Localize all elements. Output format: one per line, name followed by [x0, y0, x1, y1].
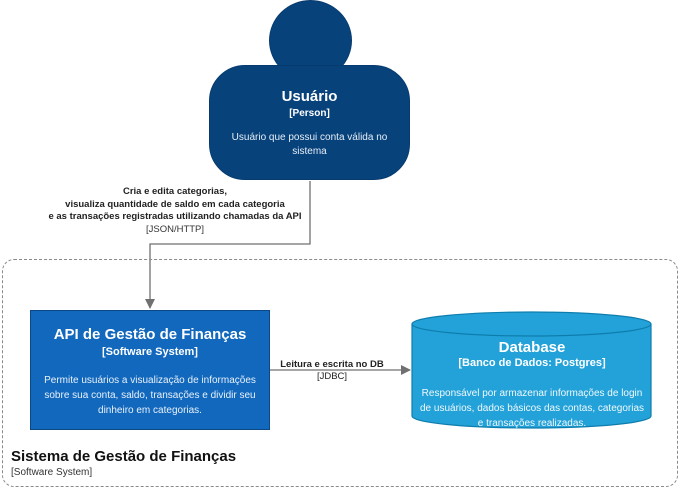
system-boundary-title: Sistema de Gestão de Finanças — [11, 448, 237, 465]
api-type: [Software System] — [102, 346, 198, 358]
system-boundary-type: [Software System] — [11, 467, 93, 478]
edge-technology: [JDBC] — [316, 371, 348, 382]
person-usuario: Usuário [Person] Usuário que possui cont… — [209, 65, 410, 180]
person-description: Usuário que possui conta válida no siste… — [231, 132, 388, 157]
edge-label-line: visualiza quantidade de saldo em cada ca… — [65, 198, 285, 210]
person-type: [Person] — [289, 108, 330, 119]
api-description: Permite usuários a visualização de infor… — [44, 375, 256, 416]
system-boundary — [2, 259, 678, 487]
software-system-api: API de Gestão de Finanças [Software Syst… — [30, 310, 270, 430]
database-description: Responsável por armazenar informações de… — [419, 388, 645, 429]
edge-label: Leitura e escrita no DB — [280, 359, 384, 370]
edge-api-to-db-label: Leitura e escrita no DB [JDBC] — [272, 359, 392, 383]
edge-user-to-api-label: Cria e edita categorias, visualiza quant… — [20, 186, 330, 236]
database-type: [Banco de Dados: Postgres] — [458, 357, 606, 369]
database-cylinder — [411, 311, 652, 429]
api-name: API de Gestão de Finanças — [53, 326, 247, 343]
edge-label-line: Cria e edita categorias, — [122, 186, 228, 197]
edge-technology: [JSON/HTTP] — [145, 223, 205, 235]
edge-user-to-api — [145, 181, 311, 309]
database-container: Database [Banco de Dados: Postgres] Resp… — [412, 310, 652, 430]
database-name: Database — [498, 339, 566, 356]
person-name: Usuário — [281, 88, 338, 105]
edge-label-line: e as transações registradas utilizando c… — [48, 211, 302, 222]
